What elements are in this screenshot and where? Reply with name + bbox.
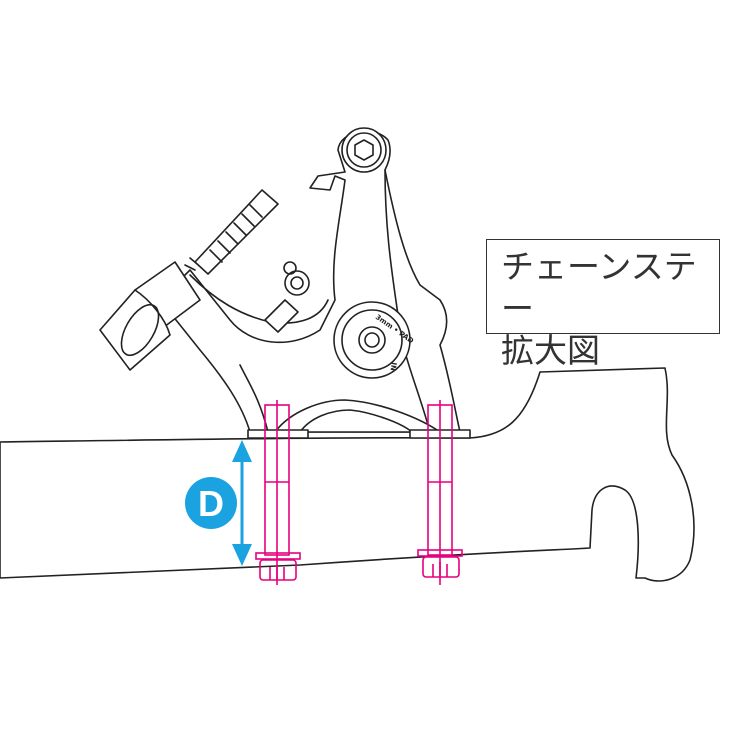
- enlarged-view-label: チェーンステー 拡大図: [486, 239, 720, 370]
- dimension-d: D: [185, 440, 252, 566]
- mounting-bolt-right: [417, 400, 463, 585]
- label-line-1: チェーンステー: [501, 247, 697, 328]
- caliper-marking-in: IN: [389, 362, 398, 372]
- cable-adjuster: [184, 189, 279, 275]
- brake-caliper: 3mm • PAD IN: [99, 127, 471, 439]
- mounting-bolt-left: [255, 400, 301, 585]
- label-line-2: 拡大図: [501, 331, 600, 370]
- dimension-letter: D: [198, 483, 224, 524]
